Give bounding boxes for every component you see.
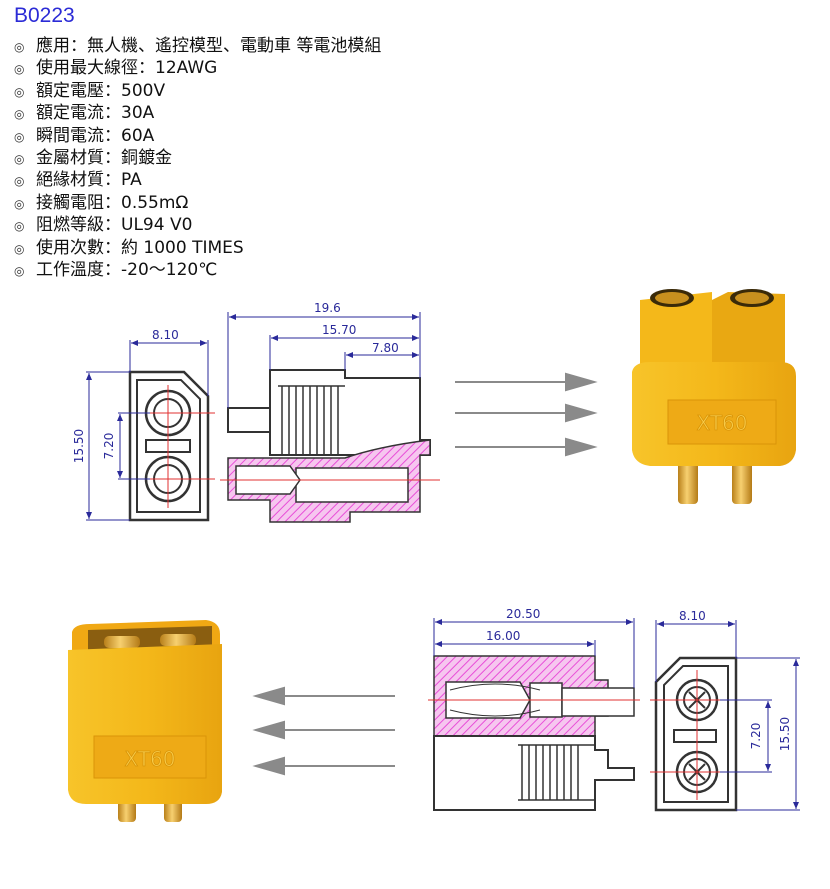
female-front-view	[120, 370, 215, 522]
spec-item: ◎ 額定電壓：500V	[14, 80, 381, 102]
product-code: B0223	[14, 4, 75, 27]
male-marking: XT60	[124, 747, 175, 771]
spec-label: 應用	[36, 36, 70, 56]
spec-separator: ：	[104, 103, 121, 124]
spec-list: ◎應用：無人機、遙控模型、電動車 等電池模組◎使用最大線徑：12AWG◎額定電壓…	[14, 35, 381, 281]
spec-label: 使用次數	[36, 237, 104, 258]
spec-item: ◎ 使用最大線徑：12AWG	[14, 57, 381, 79]
spec-value: 銅鍍金	[121, 147, 172, 168]
spec-separator: ：	[104, 147, 121, 168]
dim-male-body-length: 16.00	[486, 629, 520, 643]
spec-label: 阻燃等級	[36, 215, 104, 236]
spec-label: 額定電流	[36, 103, 104, 124]
spec-separator: ：	[104, 125, 121, 146]
spec-label: 金屬材質	[36, 147, 104, 168]
bullet-icon: ◎	[14, 263, 25, 278]
male-section-view	[428, 655, 640, 811]
dim-socket-length: 7.80	[372, 341, 399, 355]
spec-separator: ：	[104, 192, 121, 213]
dim-male-total-length: 20.50	[506, 607, 540, 621]
spec-item: ◎ 工作溫度：-20～120℃	[14, 259, 381, 281]
female-marking: XT60	[696, 411, 747, 435]
spec-item: ◎ 額定電流：30A	[14, 102, 381, 124]
dim-pin-pitch: 7.20	[102, 433, 116, 460]
female-section-dimensions: 19.6 15.70 7.80	[227, 301, 421, 408]
spec-value: 30A	[121, 103, 155, 124]
spec-separator: ：	[104, 215, 121, 236]
spec-separator: ：	[104, 170, 121, 191]
spec-separator: ：	[70, 36, 87, 56]
spec-item: ◎ 接觸電阻：0.55mΩ	[14, 192, 381, 214]
spec-item: ◎ 絕緣材質：PA	[14, 169, 381, 191]
spec-label: 工作溫度	[36, 259, 104, 280]
spec-label: 瞬間電流	[36, 125, 104, 146]
spec-label: 使用最大線徑	[36, 58, 138, 79]
spec-separator: ：	[138, 58, 155, 79]
spec-item: ◎ 應用：無人機、遙控模型、電動車 等電池模組	[14, 35, 381, 57]
female-section-view	[220, 369, 440, 523]
dim-male-pin-pitch: 7.20	[749, 723, 763, 750]
spec-item: ◎ 金屬材質：銅鍍金	[14, 147, 381, 169]
spec-value: 12AWG	[155, 58, 218, 79]
spec-value: UL94 V0	[121, 215, 193, 236]
spec-value: 約 1000 TIMES	[121, 237, 244, 258]
female-connector-photo: XT60	[632, 289, 796, 504]
male-front-view	[650, 656, 760, 812]
spec-value: 無人機、遙控模型、電動車 等電池模組	[87, 36, 382, 56]
spec-item: ◎ 瞬間電流：60A	[14, 125, 381, 147]
dim-front-width: 8.10	[152, 328, 179, 342]
spec-value: 0.55mΩ	[121, 192, 189, 213]
bullet-icon: ◎	[14, 174, 25, 189]
bullet-icon: ◎	[14, 196, 25, 211]
male-section-dimensions: 20.50 16.00	[433, 607, 635, 688]
dim-total-length: 19.6	[314, 301, 341, 315]
spec-item: ◎ 使用次數：約 1000 TIMES	[14, 237, 381, 259]
spec-label: 額定電壓	[36, 80, 104, 101]
spec-separator: ：	[104, 259, 121, 280]
spec-label: 絕緣材質	[36, 170, 104, 191]
arrows-to-male	[252, 686, 395, 776]
bullet-icon: ◎	[14, 107, 25, 122]
bullet-icon: ◎	[14, 84, 25, 99]
spec-value: PA	[121, 170, 142, 191]
dim-body-length: 15.70	[322, 323, 356, 337]
dim-male-front-height: 15.50	[778, 717, 792, 751]
female-front-dimensions: 8.10 15.50 7.20	[72, 328, 209, 521]
bullet-icon: ◎	[14, 40, 25, 54]
spec-value: 60A	[121, 125, 155, 146]
bullet-icon: ◎	[14, 151, 25, 166]
spec-separator: ：	[104, 80, 121, 101]
spec-label: 接觸電阻	[36, 192, 104, 213]
bullet-icon: ◎	[14, 62, 25, 77]
dim-front-height: 15.50	[72, 429, 86, 463]
dim-male-front-width: 8.10	[679, 609, 706, 623]
bullet-icon: ◎	[14, 241, 25, 256]
spec-separator: ：	[104, 237, 121, 258]
bullet-icon: ◎	[14, 219, 25, 234]
spec-value: -20～120℃	[121, 259, 218, 280]
spec-item: ◎ 阻燃等級：UL94 V0	[14, 214, 381, 236]
male-front-dimensions: 8.10 7.20 15.50	[655, 609, 800, 811]
bullet-icon: ◎	[14, 129, 25, 144]
arrows-to-female	[455, 372, 598, 457]
spec-value: 500V	[121, 80, 166, 101]
male-connector-photo: XT60	[68, 620, 222, 822]
